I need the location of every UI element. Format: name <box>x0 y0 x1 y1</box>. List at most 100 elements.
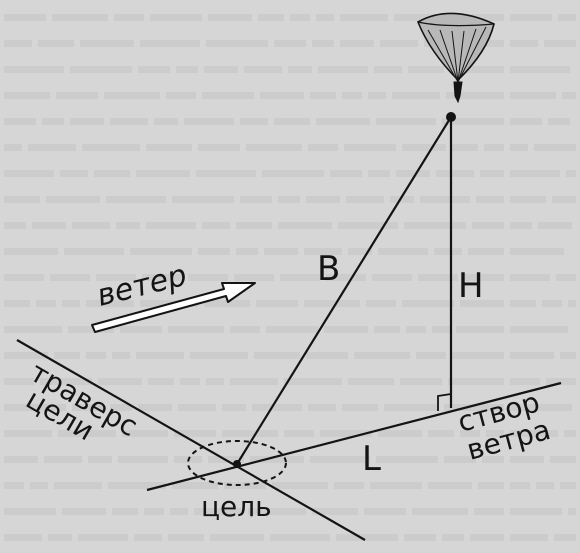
texture-stroke <box>510 222 532 229</box>
texture-stroke <box>206 40 268 47</box>
texture-stroke <box>248 508 306 515</box>
texture-stroke <box>450 66 504 73</box>
texture-stroke <box>330 170 362 177</box>
texture-stroke <box>480 170 504 177</box>
texture-stroke <box>116 222 140 229</box>
texture-stroke <box>534 144 576 151</box>
texture-stroke <box>240 118 268 125</box>
texture-stroke <box>284 430 314 437</box>
texture-stroke <box>324 326 368 333</box>
texture-stroke <box>78 534 128 541</box>
texture-stroke <box>252 404 302 411</box>
texture-stroke <box>4 118 36 125</box>
texture-stroke <box>374 66 402 73</box>
texture-stroke <box>144 508 164 515</box>
texture-stroke <box>96 274 136 281</box>
texture-stroke <box>44 456 82 463</box>
texture-stroke <box>154 118 178 125</box>
texture-stroke <box>108 482 166 489</box>
texture-stroke <box>510 300 536 307</box>
texture-stroke <box>4 456 38 463</box>
texture-stroke <box>4 222 26 229</box>
texture-stroke <box>478 482 504 489</box>
texture-stroke <box>272 482 328 489</box>
slant-distance-line <box>236 116 452 465</box>
texture-stroke <box>260 92 304 99</box>
texture-stroke <box>174 430 216 437</box>
texture-stroke <box>240 196 272 203</box>
texture-stroke <box>446 92 504 99</box>
texture-stroke <box>392 92 440 99</box>
texture-stroke <box>274 118 310 125</box>
texture-stroke <box>396 170 430 177</box>
texture-stroke <box>256 300 298 307</box>
texture-stroke <box>400 378 442 385</box>
texture-stroke <box>548 118 570 125</box>
texture-stroke <box>536 482 554 489</box>
texture-stroke <box>28 144 76 151</box>
texture-stroke <box>94 170 130 177</box>
texture-stroke <box>190 352 248 359</box>
texture-stroke <box>404 534 436 541</box>
texture-stroke <box>4 170 54 177</box>
texture-stroke <box>106 196 166 203</box>
texture-stroke <box>184 118 234 125</box>
texture-stroke <box>336 534 398 541</box>
texture-stroke <box>484 144 504 151</box>
texture-stroke <box>562 92 576 99</box>
texture-stroke <box>140 40 200 47</box>
texture-stroke <box>36 300 56 307</box>
texture-stroke <box>510 404 572 411</box>
texture-stroke <box>368 92 386 99</box>
texture-stroke <box>134 534 162 541</box>
texture-stroke <box>444 456 476 463</box>
texture-stroke <box>560 352 576 359</box>
texture-stroke <box>62 300 80 307</box>
texture-stroke <box>146 222 196 229</box>
texture-stroke <box>4 144 22 151</box>
texture-stroke <box>222 404 246 411</box>
texture-stroke <box>4 326 62 333</box>
texture-stroke <box>278 196 300 203</box>
texture-stroke <box>304 300 360 307</box>
texture-stroke <box>374 326 400 333</box>
texture-stroke <box>236 222 272 229</box>
texture-stroke <box>148 378 174 385</box>
texture-stroke <box>510 274 550 281</box>
texture-stroke <box>542 300 562 307</box>
texture-stroke <box>458 14 504 21</box>
target-zone-ellipse <box>187 440 287 486</box>
ground-distance-label: L <box>362 439 381 479</box>
texture-stroke <box>188 274 228 281</box>
texture-stroke <box>380 40 418 47</box>
texture-stroke <box>290 14 310 21</box>
texture-stroke <box>550 456 576 463</box>
texture-stroke <box>346 196 384 203</box>
texture-stroke <box>280 274 320 281</box>
texture-stroke <box>4 508 56 515</box>
texture-stroke <box>4 14 46 21</box>
texture-stroke <box>70 66 132 73</box>
texture-stroke <box>68 326 114 333</box>
texture-stroke <box>564 430 576 437</box>
wind-arrow-icon <box>91 282 256 333</box>
texture-stroke <box>464 274 504 281</box>
texture-stroke <box>342 404 378 411</box>
texture-stroke <box>198 248 230 255</box>
texture-stroke <box>510 352 554 359</box>
texture-stroke <box>428 430 454 437</box>
texture-stroke <box>82 144 140 151</box>
texture-stroke <box>320 430 372 437</box>
texture-stroke <box>4 300 30 307</box>
texture-stroke <box>340 40 374 47</box>
texture-stroke <box>118 456 168 463</box>
texture-stroke <box>204 66 238 73</box>
texture-stroke <box>442 118 504 125</box>
texture-stroke <box>176 66 198 73</box>
texture-stroke <box>308 404 336 411</box>
texture-stroke <box>278 222 332 229</box>
target-label: цель <box>201 490 272 523</box>
texture-stroke <box>306 352 348 359</box>
texture-stroke <box>510 118 542 125</box>
